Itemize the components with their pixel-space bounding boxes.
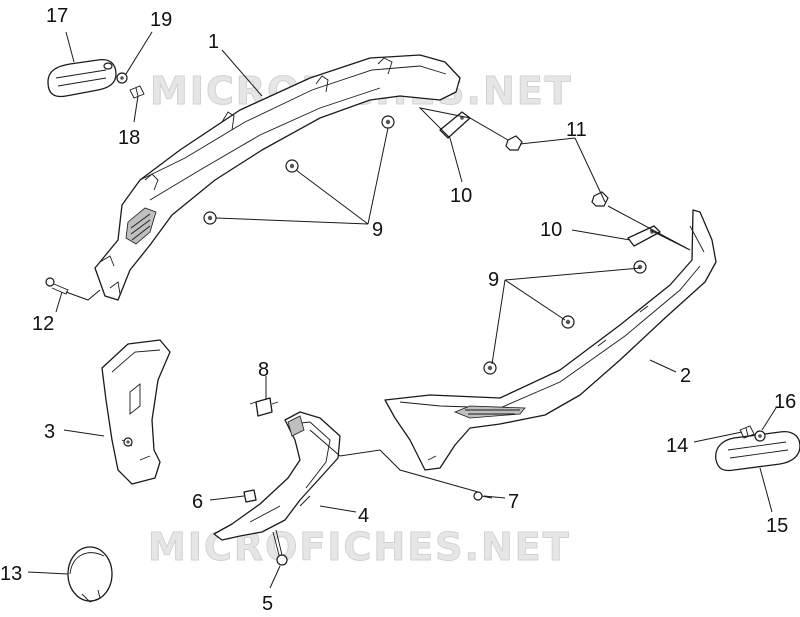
callout-18: 18 — [118, 127, 140, 149]
part-3-inner-cover — [101, 339, 171, 485]
callout-5: 5 — [262, 593, 273, 615]
callout-16: 16 — [774, 391, 796, 413]
part-9-grommets — [203, 115, 647, 375]
part-16-nut — [754, 430, 766, 442]
callout-10-upper: 10 — [450, 185, 472, 207]
part-13-round-cap — [67, 546, 113, 603]
callout-12: 12 — [32, 313, 54, 335]
callout-15: 15 — [766, 515, 788, 537]
callout-2: 2 — [680, 365, 691, 387]
part-18-clip — [129, 85, 145, 99]
part-17-reflector — [47, 58, 117, 98]
part-5-screw — [272, 529, 288, 566]
part-1-upper-side-panel — [94, 54, 461, 301]
watermark-bottom: MICROFICHES.NET — [148, 525, 571, 569]
callout-11: 11 — [566, 119, 587, 141]
part-10-bracket-upper — [439, 111, 471, 139]
callout-8: 8 — [258, 359, 269, 381]
part-10-bracket-lower — [627, 225, 661, 247]
part-14-clip — [739, 425, 755, 439]
part-7-screw — [473, 491, 493, 501]
part-2-lower-side-panel — [384, 209, 717, 471]
callout-7: 7 — [508, 491, 519, 513]
leader-lines — [27, 31, 777, 589]
part-19-nut — [116, 72, 128, 84]
callout-9-lower: 9 — [488, 269, 499, 291]
part-4-bracket-cover — [213, 411, 341, 541]
part-11-nuts — [505, 135, 609, 207]
callout-19: 19 — [150, 9, 172, 31]
callout-13: 13 — [0, 563, 22, 585]
part-15-reflector — [715, 430, 800, 472]
part-8-clip — [249, 397, 279, 417]
callout-10-lower: 10 — [540, 219, 562, 241]
callout-3: 3 — [44, 421, 55, 443]
callout-9-upper: 9 — [372, 219, 383, 241]
callout-6: 6 — [192, 491, 203, 513]
callout-1: 1 — [208, 31, 219, 53]
part-12-screw — [45, 277, 69, 295]
callout-14: 14 — [666, 435, 688, 457]
callout-17: 17 — [46, 5, 68, 27]
part-6-clip — [243, 489, 257, 503]
callout-4: 4 — [358, 505, 369, 527]
